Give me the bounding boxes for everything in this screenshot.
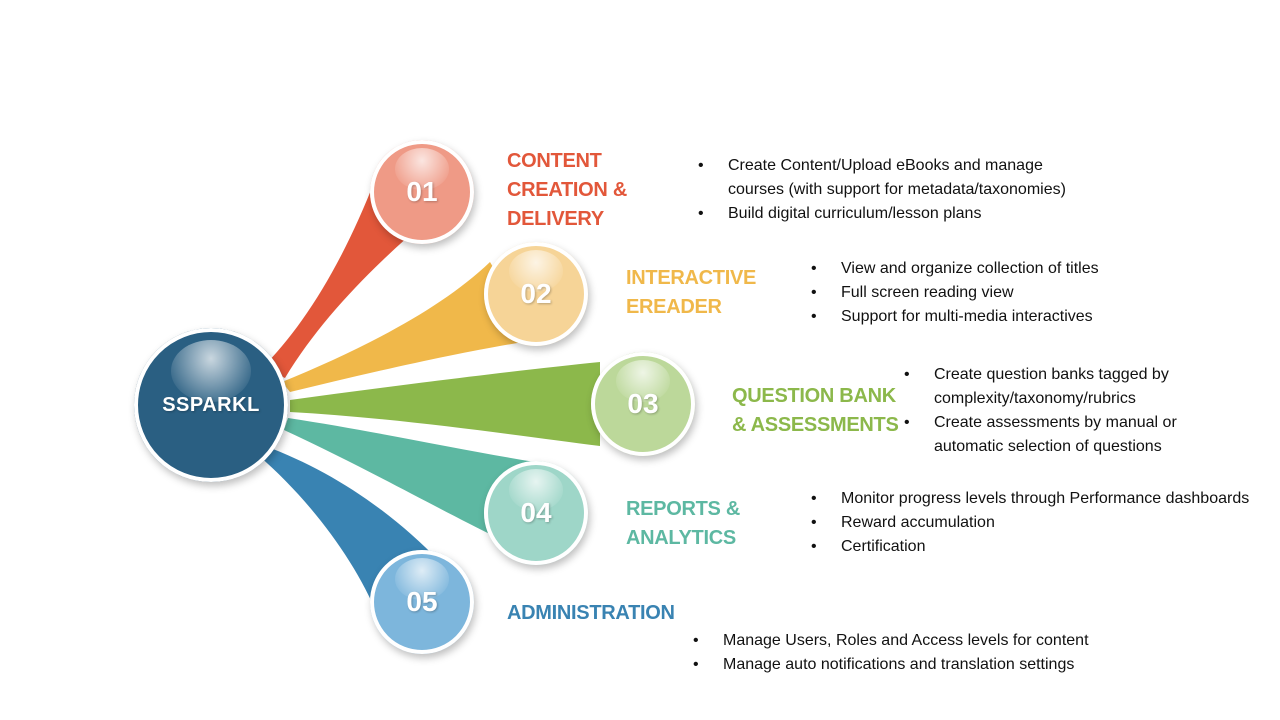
bullet-item: Manage auto notifications and translatio…: [693, 653, 1133, 677]
node-01[interactable]: 01: [370, 140, 474, 244]
bullet-item: Create Content/Upload eBooks and manage …: [698, 154, 1098, 202]
bullet-item: Create assessments by manual or automati…: [904, 411, 1194, 459]
bullet-item: Certification: [811, 535, 1271, 559]
node-05[interactable]: 05: [370, 550, 474, 654]
ray-03: [290, 362, 600, 446]
bullet-item: Reward accumulation: [811, 511, 1271, 535]
bullet-list-03: Create question banks tagged by complexi…: [904, 363, 1194, 459]
node-04[interactable]: 04: [484, 461, 588, 565]
hub-label: SSPARKL: [162, 393, 260, 416]
bullet-item: Support for multi-media interactives: [811, 305, 1231, 329]
hub-node[interactable]: SSPARKL: [134, 328, 288, 482]
bullet-list-01: Create Content/Upload eBooks and manage …: [698, 154, 1098, 226]
bullet-list-05: Manage Users, Roles and Access levels fo…: [693, 629, 1133, 677]
node-number: 04: [520, 497, 552, 528]
bullet-item: Monitor progress levels through Performa…: [811, 487, 1271, 511]
bullet-item: Full screen reading view: [811, 281, 1231, 305]
ray-04: [284, 418, 535, 538]
item-title-04: REPORTS &ANALYTICS: [626, 498, 740, 549]
bullet-list-04: Monitor progress levels through Performa…: [811, 487, 1271, 559]
item-title-05: ADMINISTRATION: [507, 602, 675, 624]
item-title-03: QUESTION BANK& ASSESSMENTS: [732, 385, 899, 436]
bullet-item: Manage Users, Roles and Access levels fo…: [693, 629, 1133, 653]
node-number: 05: [406, 586, 438, 617]
node-number: 01: [406, 176, 438, 207]
ray-02: [282, 262, 536, 392]
ray-01: [262, 180, 418, 378]
node-number: 03: [627, 388, 659, 419]
bullet-item: View and organize collection of titles: [811, 257, 1231, 281]
bullet-list-02: View and organize collection of titles F…: [811, 257, 1231, 329]
node-03[interactable]: 03: [591, 352, 695, 456]
bullet-item: Build digital curriculum/lesson plans: [698, 202, 1098, 226]
node-number: 02: [520, 278, 552, 309]
bullet-item: Create question banks tagged by complexi…: [904, 363, 1194, 411]
node-02[interactable]: 02: [484, 242, 588, 346]
